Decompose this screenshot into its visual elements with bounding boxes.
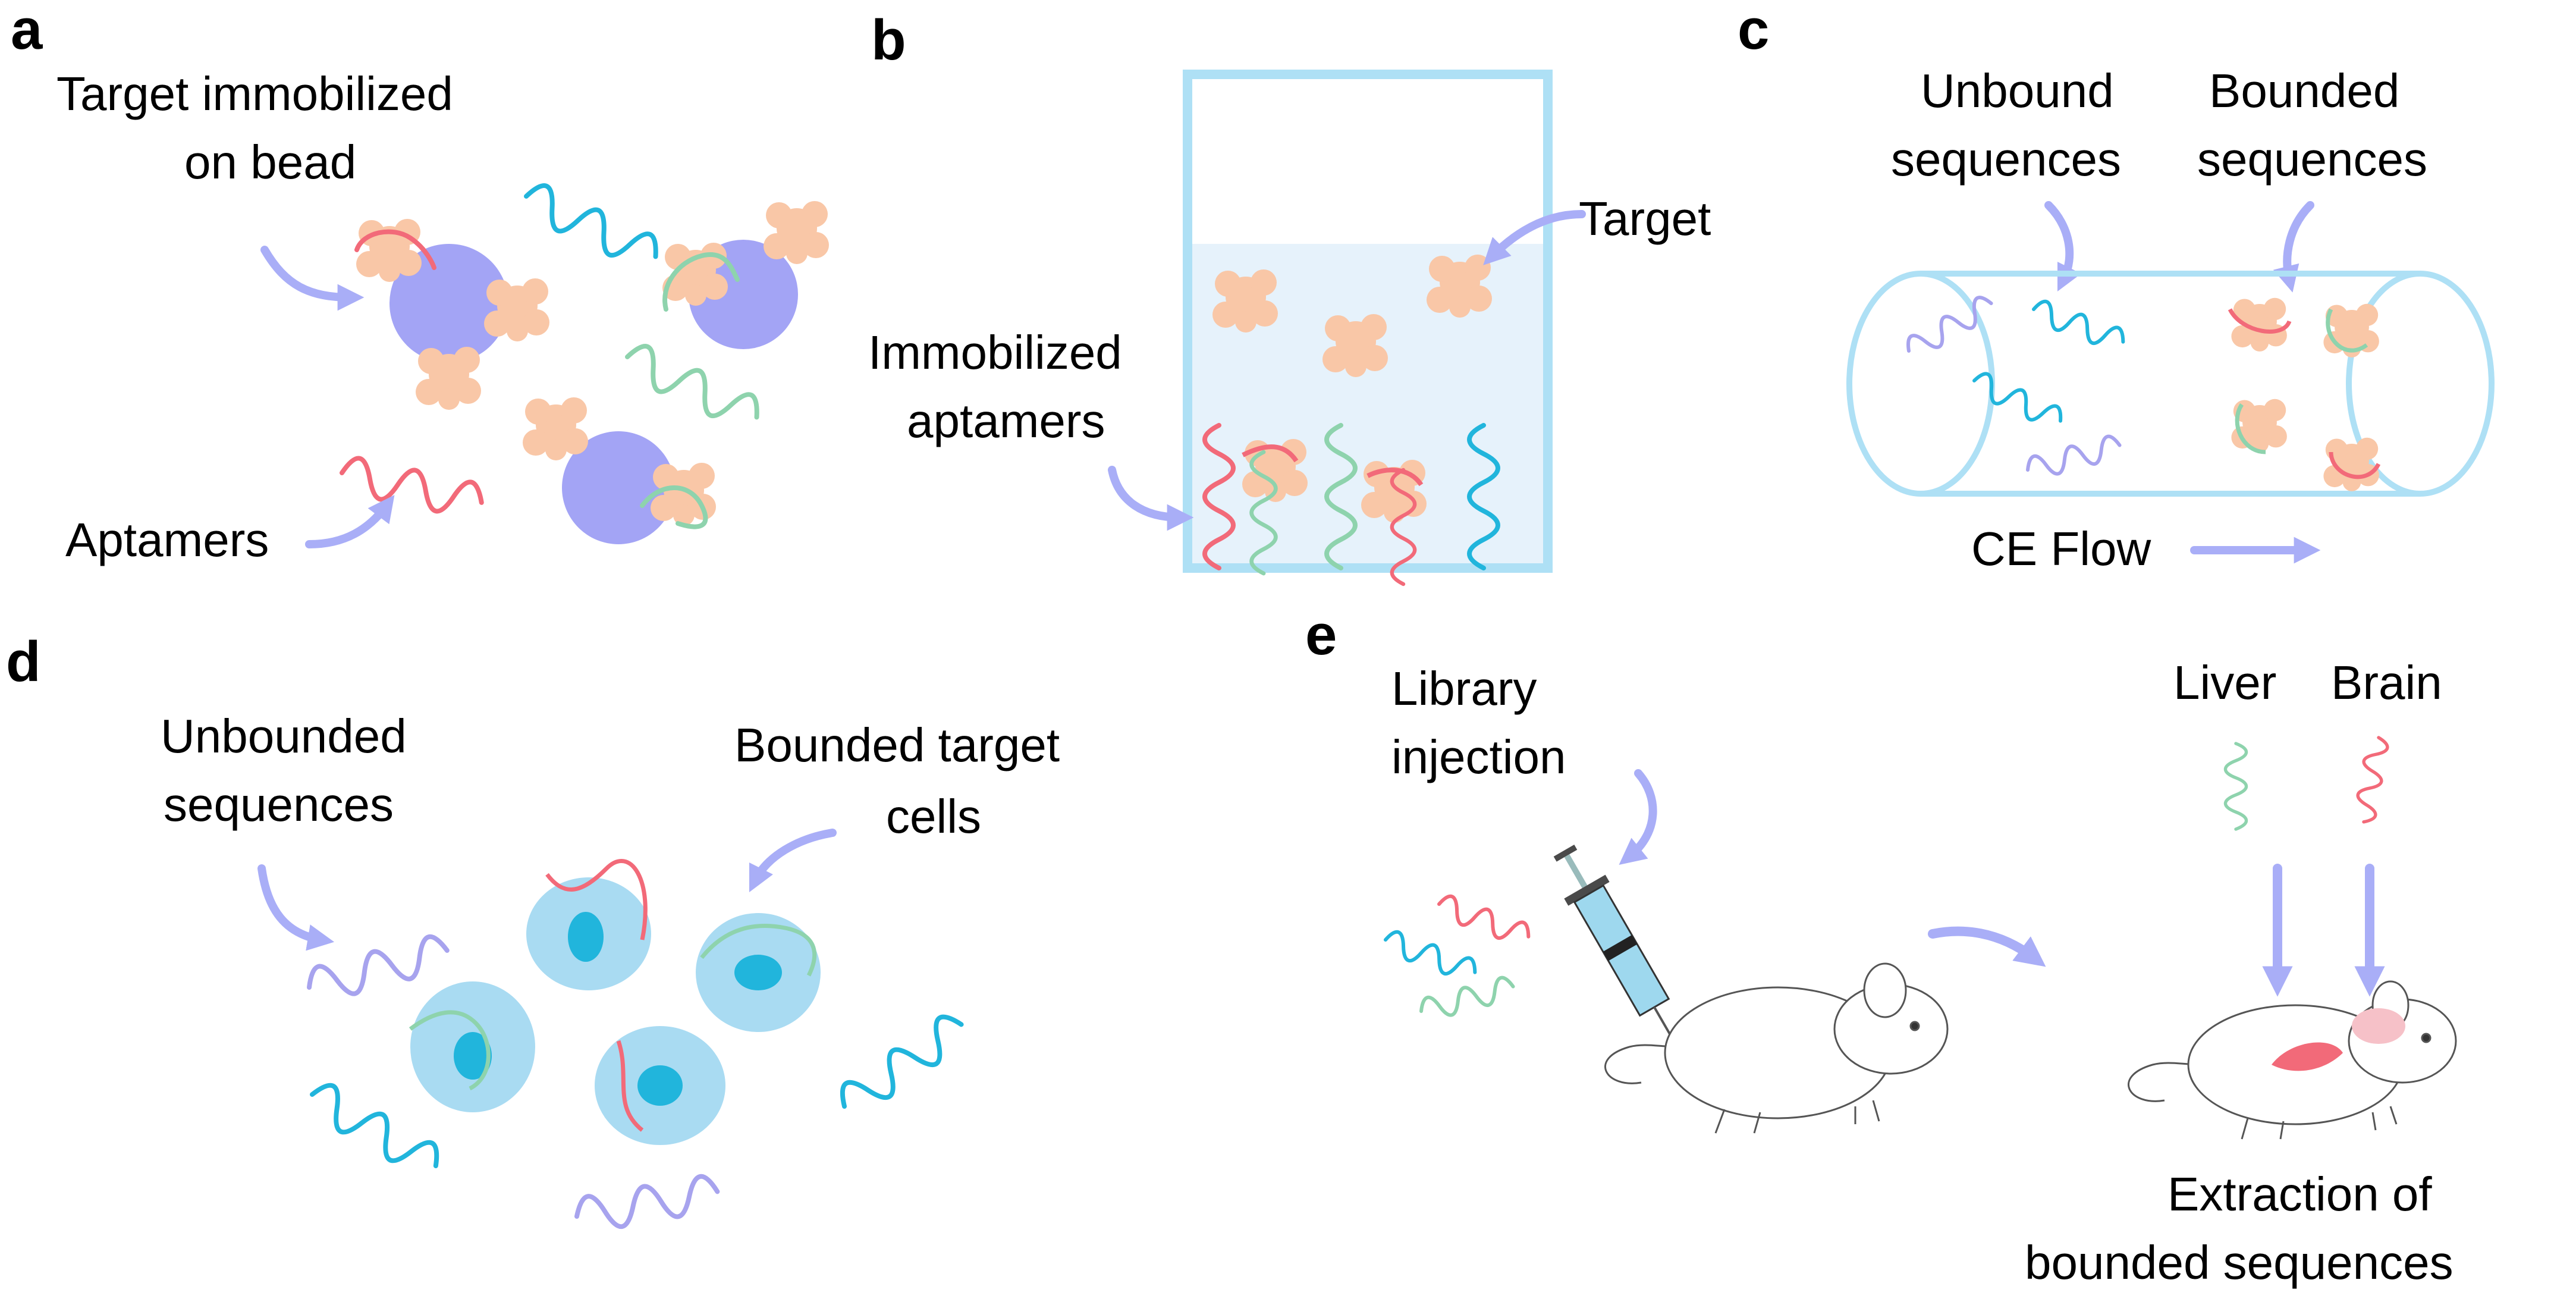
library-seq-3 <box>1418 975 1516 1022</box>
capillary-tube <box>1846 271 2495 497</box>
arrow-to-aptamers <box>305 495 395 548</box>
brain-label: Brain <box>2331 656 2442 709</box>
bound-target-c-1 <box>2231 297 2287 352</box>
process-arrow <box>1928 926 2046 967</box>
liver-organ <box>2272 1042 2343 1071</box>
cell-4 <box>595 1026 725 1145</box>
bounded-sequences-label: sequences <box>2197 133 2427 186</box>
panel-letter-d: d <box>6 630 41 694</box>
unbound-label: Unbound <box>1921 64 2114 117</box>
library-label: Library <box>1391 662 1537 715</box>
panel-e: e Library injection Liver Brain <box>1305 603 2457 1289</box>
arrow-to-bounded <box>2273 201 2314 293</box>
panel-b: b Target Immobilized aptamers <box>868 8 1711 584</box>
unbound-sequences-label: sequences <box>1891 133 2121 186</box>
unbound-seq-d-3 <box>834 1010 972 1121</box>
immobilized-label: Immobilized <box>868 326 1122 379</box>
unbound-seq-d-4 <box>574 1174 721 1234</box>
bounded-target-label: Bounded target <box>734 719 1060 771</box>
panel-letter-e: e <box>1305 603 1337 667</box>
arrow-to-target-b <box>1483 210 1586 265</box>
unbound-seq-c-4 <box>2025 434 2123 481</box>
arrow-to-immobilized <box>1108 466 1194 531</box>
bounded-sequences-label-e: bounded sequences <box>2025 1236 2454 1289</box>
extraction-label: Extraction of <box>2167 1168 2432 1221</box>
well-container <box>1183 70 1553 573</box>
on-bead-label: on bead <box>184 136 356 189</box>
arrow-to-cells <box>749 829 837 893</box>
bead-2 <box>662 201 829 349</box>
cell-1 <box>526 859 651 990</box>
free-target-a <box>416 347 481 410</box>
aptamer-green-a <box>620 341 764 434</box>
brain-organ <box>2352 1008 2405 1044</box>
bead-1 <box>354 219 549 363</box>
injection-label: injection <box>1391 730 1566 783</box>
panel-letter-b: b <box>871 8 906 72</box>
cell-3 <box>409 981 535 1112</box>
unbound-seq-d-1 <box>304 933 451 1005</box>
panel-d: d Unbounded sequences Bounded target cel… <box>6 630 1060 1234</box>
panel-letter-c: c <box>1738 0 1769 61</box>
panel-a: a Target immobilized on bead Aptamers <box>11 0 829 566</box>
aptamer-red-a <box>338 456 485 520</box>
cell-2 <box>696 913 821 1032</box>
bead-3 <box>523 397 716 544</box>
arrow-to-bead <box>260 246 365 311</box>
ce-flow-label: CE Flow <box>1971 522 2151 575</box>
aptamers-label-b: aptamers <box>907 394 1105 447</box>
library-seq-1 <box>1381 929 1479 983</box>
liver-seq <box>2225 744 2246 829</box>
aptamer-blue-a <box>519 180 663 273</box>
cells-label: cells <box>886 790 981 843</box>
arrow-to-unbounded <box>257 864 335 951</box>
unbounded-sequences-label: sequences <box>164 778 394 831</box>
bounded-label: Bounded <box>2209 64 2399 117</box>
unbound-seq-c-2 <box>2030 299 2127 353</box>
target-label-b: Target <box>1579 192 1711 245</box>
arrow-to-syringe <box>1619 769 1657 865</box>
panel-letter-a: a <box>11 0 43 61</box>
brain-seq <box>2354 736 2389 824</box>
aptamers-label: Aptamers <box>65 513 269 566</box>
bound-target-c-4 <box>2323 437 2379 491</box>
mouse-injection <box>1604 962 1949 1134</box>
unbound-seq-d-2 <box>303 1079 445 1181</box>
unbound-seq-c-3 <box>1969 370 2065 431</box>
unbounded-label: Unbounded <box>161 710 407 763</box>
liver-label: Liver <box>2173 656 2276 709</box>
target-immobilized-label: Target immobilized <box>56 67 453 120</box>
arrow-to-unbound <box>2044 201 2082 292</box>
library-seq-2 <box>1435 893 1532 948</box>
panel-c: c Unbound sequences Bounded sequences CE… <box>1738 0 2495 575</box>
